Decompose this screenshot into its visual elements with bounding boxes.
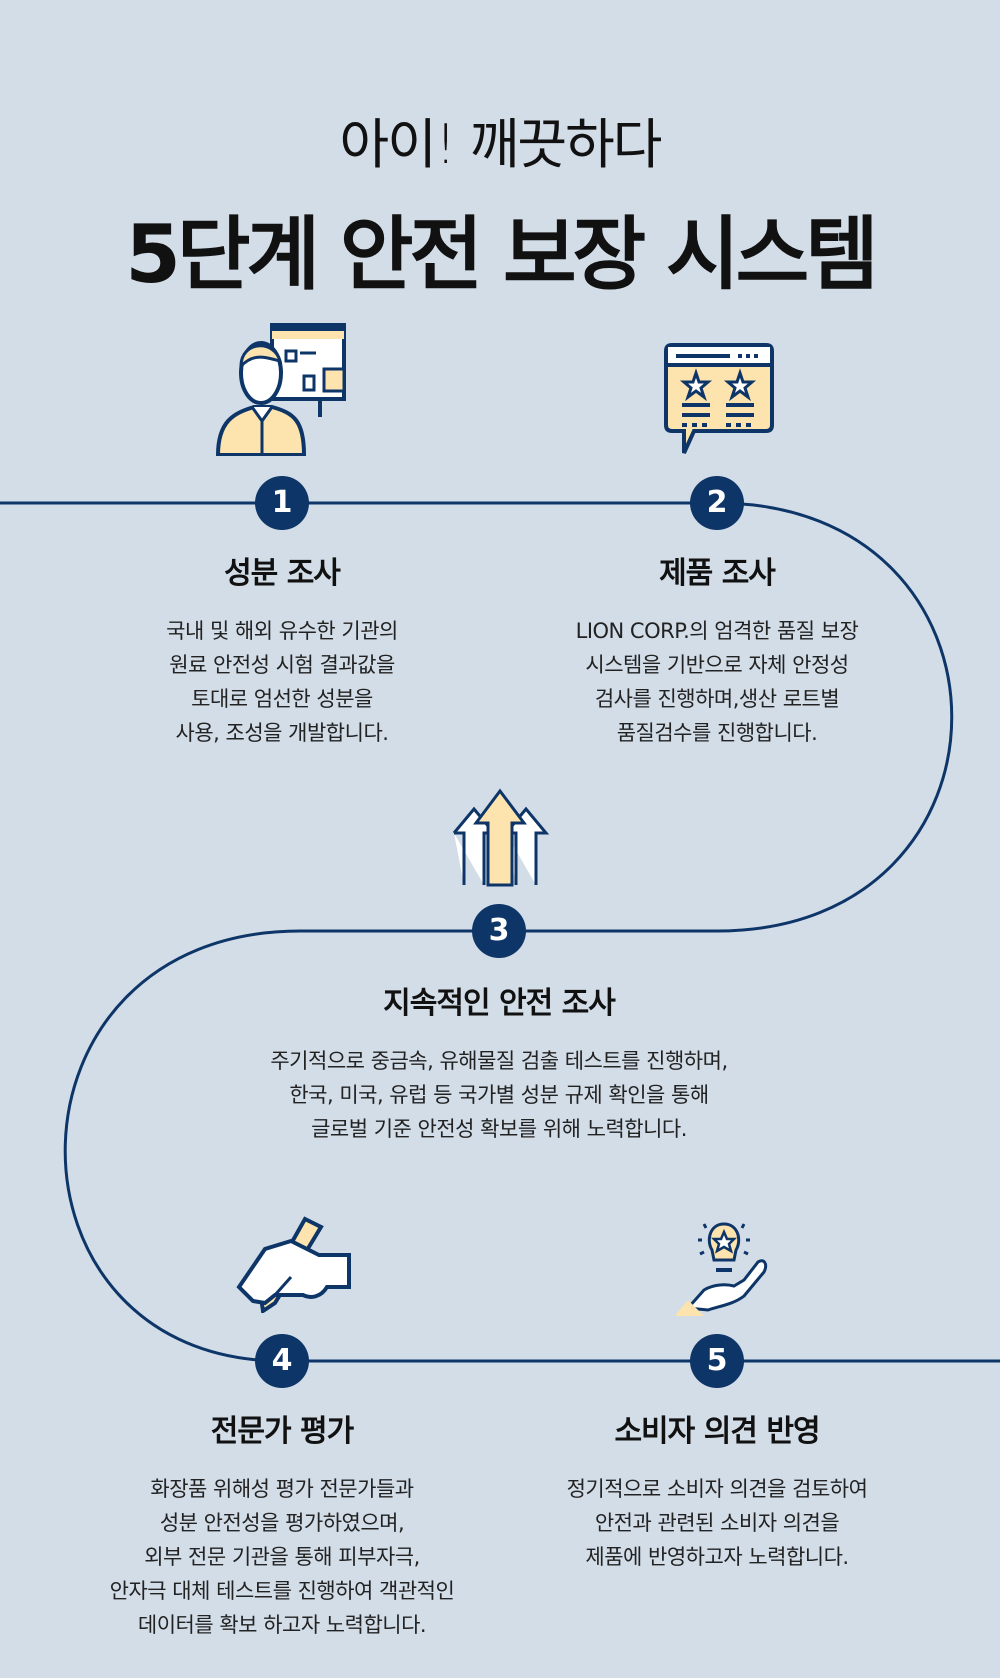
step-2-number: 2 xyxy=(690,476,744,530)
description-line: 국내 및 해외 유수한 기관의 xyxy=(166,619,398,643)
description-line: 화장품 위해성 평가 전문가들과 xyxy=(150,1477,414,1501)
description-line: 사용, 조성을 개발합니다. xyxy=(175,721,389,745)
description-line: 성분 안전성을 평가하였으며, xyxy=(159,1511,405,1535)
step-title: 제품 조사 xyxy=(659,556,776,591)
step-description: 주기적으로 중금속, 유해물질 검출 테스트를 진행하며, 한국, 미국, 유럽… xyxy=(199,1044,799,1146)
step-description: LION CORP.의 엄격한 품질 보장 시스템을 기반으로 자체 안정성 검… xyxy=(497,614,937,750)
description-line: 시스템을 기반으로 자체 안정성 xyxy=(585,653,849,677)
subtitle: 아이! 깨끗하다 xyxy=(339,113,663,176)
presenter-icon xyxy=(215,323,346,456)
description-line: 한국, 미국, 유럽 등 국가별 성분 규제 확인을 통해 xyxy=(289,1083,709,1107)
description-line: LION CORP.의 엄격한 품질 보장 xyxy=(575,619,859,643)
step-title: 전문가 평가 xyxy=(210,1414,354,1449)
step-1: 성분 조사 국내 및 해외 유수한 기관의 원료 안전성 시험 결과값을 토대로… xyxy=(62,548,502,750)
step-description: 정기적으로 소비자 의견을 검토하여 안전과 관련된 소비자 의견을 제품에 반… xyxy=(497,1472,937,1574)
step-3-number: 3 xyxy=(472,904,526,958)
description-line: 정기적으로 소비자 의견을 검토하여 xyxy=(566,1477,868,1501)
description-line: 안자극 대체 테스트를 진행하여 객관적인 xyxy=(109,1579,455,1603)
step-3: 지속적인 안전 조사 주기적으로 중금속, 유해물질 검출 테스트를 진행하며,… xyxy=(199,978,799,1146)
description-line: 토대로 엄선한 성분을 xyxy=(191,687,373,711)
step-title: 소비자 의견 반영 xyxy=(614,1414,820,1449)
description-line: 검사를 진행하며,생산 로트별 xyxy=(594,687,840,711)
step-2: 제품 조사 LION CORP.의 엄격한 품질 보장 시스템을 기반으로 자체… xyxy=(497,548,937,750)
description-line: 데이터를 확보 하고자 노력합니다. xyxy=(137,1613,427,1637)
description-line: 원료 안전성 시험 결과값을 xyxy=(169,653,395,677)
step-4: 전문가 평가 화장품 위해성 평가 전문가들과 성분 안전성을 평가하였으며, … xyxy=(62,1406,502,1642)
hand-pen-icon xyxy=(236,1216,351,1313)
hand-lightbulb-icon xyxy=(676,1222,768,1316)
step-5: 소비자 의견 반영 정기적으로 소비자 의견을 검토하여 안전과 관련된 소비자… xyxy=(497,1406,937,1574)
step-4-number: 4 xyxy=(255,1334,309,1388)
step-title: 지속적인 안전 조사 xyxy=(383,986,616,1021)
description-line: 안전과 관련된 소비자 의견을 xyxy=(594,1511,840,1535)
description-line: 글로벌 기준 안전성 확보를 위해 노력합니다. xyxy=(311,1117,687,1141)
description-line: 외부 전문 기관을 통해 피부자극, xyxy=(144,1545,420,1569)
step-title: 성분 조사 xyxy=(224,556,341,591)
page-title: 5단계 안전 보장 시스템 xyxy=(125,208,879,301)
step-description: 화장품 위해성 평가 전문가들과 성분 안전성을 평가하였으며, 외부 전문 기… xyxy=(62,1472,502,1642)
description-line: 품질검수를 진행합니다. xyxy=(616,721,818,745)
step-description: 국내 및 해외 유수한 기관의 원료 안전성 시험 결과값을 토대로 엄선한 성… xyxy=(62,614,502,750)
description-line: 제품에 반영하고자 노력합니다. xyxy=(585,1545,849,1569)
step-5-number: 5 xyxy=(690,1334,744,1388)
step-1-number: 1 xyxy=(255,476,309,530)
description-line: 주기적으로 중금속, 유해물질 검출 테스트를 진행하며, xyxy=(270,1049,728,1073)
arrows-up-icon xyxy=(452,788,550,887)
review-stars-icon xyxy=(664,343,774,454)
